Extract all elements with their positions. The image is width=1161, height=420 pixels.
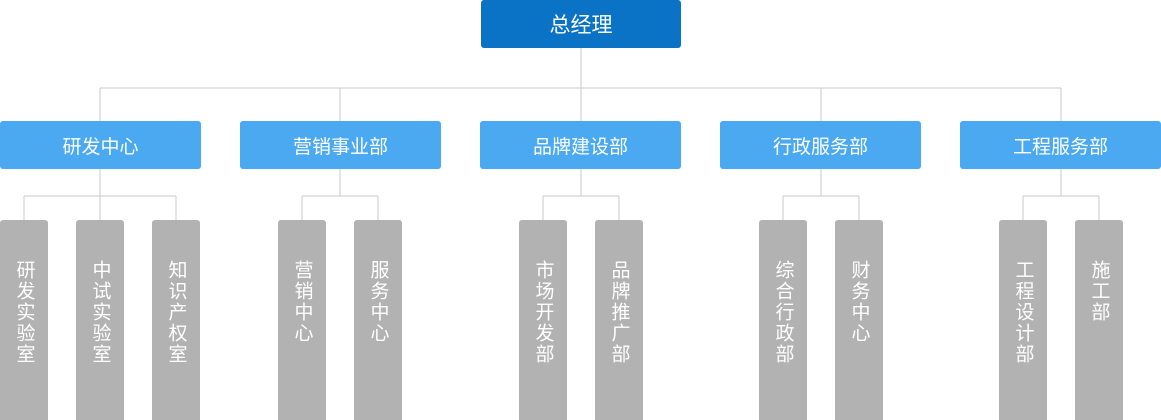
node-finance-center: 财务中心 xyxy=(835,220,883,420)
node-admin-services-dept: 行政服务部 xyxy=(720,121,921,169)
node-admin-services-dept-label: 行政服务部 xyxy=(772,135,868,158)
node-marketing-center-label: 营销中心 xyxy=(291,260,314,344)
node-brand-promotion-label: 品牌推广部 xyxy=(608,260,631,365)
node-brand-promotion: 品牌推广部 xyxy=(595,220,643,420)
node-engineering-services-dept-label: 工程服务部 xyxy=(1012,135,1108,158)
node-ip-office-label: 知识产权室 xyxy=(165,260,188,365)
node-market-development: 市场开发部 xyxy=(519,220,567,420)
node-finance-center-label: 财务中心 xyxy=(848,260,871,344)
node-brand-building-dept-label: 品牌建设部 xyxy=(532,135,628,158)
node-rd-center-label: 研发中心 xyxy=(62,135,139,158)
node-general-manager-label: 总经理 xyxy=(549,13,613,37)
node-brand-building-dept: 品牌建设部 xyxy=(480,121,681,169)
node-general-manager: 总经理 xyxy=(481,0,681,48)
node-general-admin: 综合行政部 xyxy=(759,220,807,420)
node-service-center: 服务中心 xyxy=(354,220,402,420)
node-rd-lab: 研发实验室 xyxy=(0,220,48,420)
node-construction: 施工部 xyxy=(1075,220,1123,420)
node-ip-office: 知识产权室 xyxy=(152,220,200,420)
node-marketing-center: 营销中心 xyxy=(278,220,326,420)
node-pilot-lab: 中试实验室 xyxy=(76,220,124,420)
node-pilot-lab-label: 中试实验室 xyxy=(89,260,112,365)
node-marketing-division: 营销事业部 xyxy=(240,121,441,169)
node-engineering-services-dept: 工程服务部 xyxy=(960,121,1161,169)
node-construction-label: 施工部 xyxy=(1088,260,1111,323)
node-engineering-design-label: 工程设计部 xyxy=(1012,260,1035,365)
node-general-admin-label: 综合行政部 xyxy=(772,260,795,365)
node-engineering-design: 工程设计部 xyxy=(999,220,1047,420)
node-rd-lab-label: 研发实验室 xyxy=(13,260,36,365)
node-marketing-division-label: 营销事业部 xyxy=(292,135,388,158)
node-rd-center: 研发中心 xyxy=(0,121,201,169)
node-service-center-label: 服务中心 xyxy=(367,260,390,344)
node-market-development-label: 市场开发部 xyxy=(532,260,555,365)
